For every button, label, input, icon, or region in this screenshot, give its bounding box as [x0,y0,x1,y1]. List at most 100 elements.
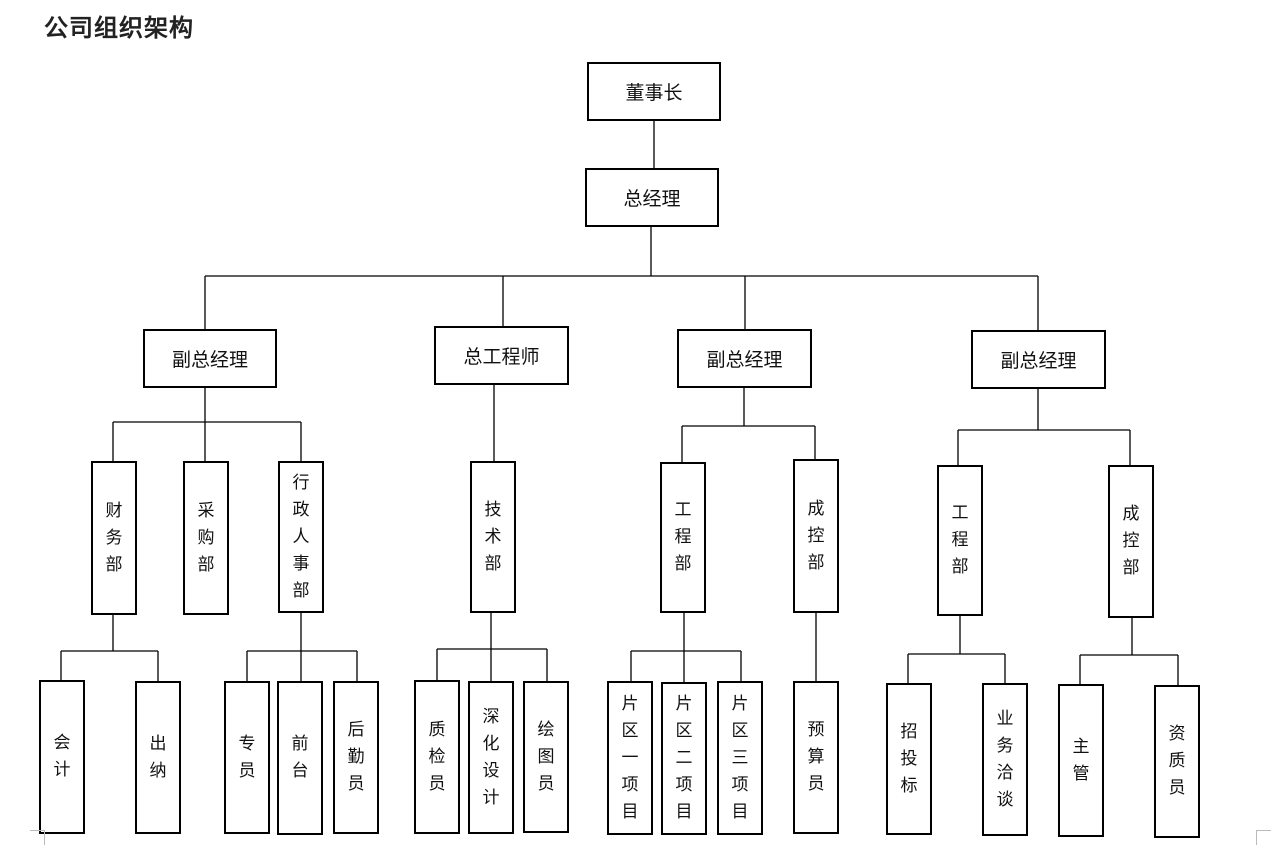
node-label-char: 区 [621,720,639,741]
node-label-char: 项 [675,775,693,795]
node-label-char: 部 [292,580,310,601]
node-label-char: 政 [292,499,310,520]
node-label-char: 前 [291,734,309,754]
node-vice-gm-2: 副总经理 [677,329,812,388]
node-label-char: 资 [1168,724,1186,744]
node-label-char: 质 [428,719,446,740]
node-vice-gm-1: 副总经理 [143,329,277,388]
node-label-char: 成 [1122,504,1140,524]
node-label: 总工程师 [463,346,540,368]
node-label-char: 程 [674,527,692,547]
node-label-char: 勤 [347,747,365,767]
node-label-char: 员 [428,773,446,794]
node-supervisor: 主管 [1058,684,1104,837]
node-label: 董事长 [625,82,683,104]
node-label-char: 业 [996,708,1014,729]
node-vice-gm-3: 副总经理 [971,330,1106,389]
node-label-char: 会 [53,733,71,753]
node-logistics: 后勤员 [333,681,379,834]
node-bidding: 招投标 [886,683,932,835]
node-label-char: 员 [807,774,825,794]
node-label-char: 项 [731,774,749,795]
node-label-char: 员 [238,760,256,781]
node-label-char: 目 [621,801,639,822]
node-label-char: 片 [675,694,693,714]
node-label-char: 部 [951,557,969,577]
node-area-1-project: 片区一项目 [607,681,653,835]
node-label-char: 管 [1072,763,1090,784]
node-label-char: 成 [807,498,825,519]
node-label-char: 购 [197,527,215,548]
node-label-char: 化 [482,733,500,754]
node-budget: 预算员 [793,681,839,834]
node-label-char: 出 [149,733,167,754]
node-label-char: 部 [807,552,825,573]
node-label-char: 片 [731,693,749,714]
node-label-char: 事 [292,553,310,574]
node-quality-inspector: 质检员 [414,680,460,834]
node-label-char: 工 [674,500,692,520]
node-label-char: 深 [482,706,500,727]
node-label-char: 绘 [537,719,555,740]
node-label: 总经理 [623,188,681,210]
node-label-char: 招 [900,721,918,742]
node-deepening-design: 深化设计 [468,681,514,834]
node-cashier: 出纳 [135,681,181,834]
node-label-char: 人 [292,526,310,547]
node-label-char: 算 [807,747,825,767]
node-label-char: 部 [197,554,215,575]
node-label-char: 二 [675,748,693,768]
node-label-char: 部 [674,554,692,574]
node-engineering-3: 工程部 [937,465,983,616]
page-corner-mark [30,830,45,845]
page-title: 公司组织架构 [44,14,194,42]
node-label-char: 采 [197,500,215,521]
node-label-char: 务 [996,735,1014,756]
node-finance: 财务部 [91,461,137,615]
node-drafter: 绘图员 [523,681,569,833]
node-engineering-2: 工程部 [660,462,706,613]
page-corner-mark [1256,830,1271,845]
node-admin-hr: 行政人事部 [278,461,324,613]
node-label-char: 员 [1168,778,1186,798]
node-label-char: 员 [347,774,365,794]
node-label-char: 专 [238,733,256,754]
node-accountant: 会计 [39,680,85,834]
node-label-char: 一 [621,747,639,768]
node-label-char: 质 [1168,751,1186,771]
node-label-char: 程 [951,530,969,550]
node-chairman: 董事长 [587,62,721,121]
node-label-char: 目 [731,801,749,822]
node-label-char: 检 [428,746,446,767]
node-label-char: 后 [347,720,365,740]
node-label-char: 图 [537,746,555,767]
node-label: 副总经理 [171,349,248,371]
node-purchasing: 采购部 [183,461,229,615]
node-specialist: 专员 [224,681,270,834]
node-label-char: 台 [291,761,309,781]
node-label-char: 纳 [149,760,167,781]
node-label-char: 谈 [996,789,1014,810]
node-label: 副总经理 [1000,350,1077,372]
node-label-char: 控 [807,525,825,546]
node-cost-control-2: 成控部 [793,459,839,613]
node-area-3-project: 片区三项目 [717,681,763,835]
node-negotiation: 业务洽谈 [982,683,1028,836]
node-label-char: 预 [807,720,825,740]
node-reception: 前台 [277,681,323,835]
node-label-char: 片 [621,693,639,714]
node-label-char: 员 [537,773,555,794]
node-label-char: 术 [484,526,502,547]
node-label-char: 投 [900,748,918,769]
node-area-2-project: 片区二项目 [661,682,707,835]
node-label-char: 技 [484,499,502,520]
node-label-char: 部 [105,554,123,575]
node-label-char: 工 [951,503,969,523]
node-label-char: 区 [675,721,693,741]
node-label-char: 主 [1072,736,1090,757]
node-label-char: 目 [675,802,693,822]
node-label-char: 部 [484,553,502,574]
node-chief-engineer: 总工程师 [434,326,569,385]
node-label-char: 项 [621,774,639,795]
